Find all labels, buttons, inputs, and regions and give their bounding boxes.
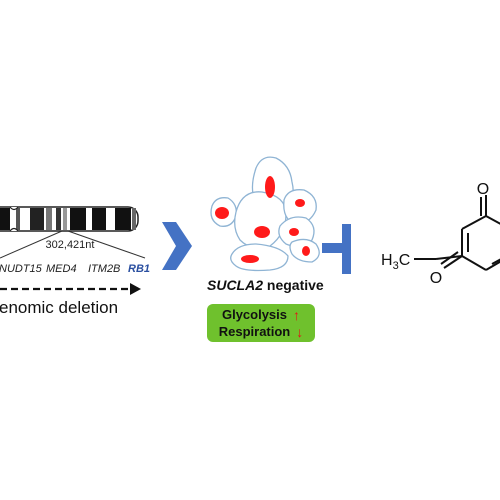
oxygen-top-label: O (477, 181, 489, 198)
chromosome-band (70, 208, 86, 230)
respiration-row: Respiration ↓ (207, 323, 315, 340)
region-length-label: 302,421nt (46, 239, 95, 251)
oxygen-bottom-label: O (430, 270, 442, 287)
nucleus (241, 255, 259, 263)
chromosome-band (115, 208, 131, 230)
gene-label-med4: MED4 (46, 263, 77, 275)
glycolysis-label: Glycolysis (221, 307, 288, 322)
nucleus (289, 228, 299, 236)
deletion-arrow-head (130, 283, 141, 295)
chromosome-band (46, 208, 52, 230)
chromosome-band (92, 208, 106, 230)
centromere (9, 206, 19, 232)
chromosome-ideogram (0, 206, 139, 232)
chromosome-band (56, 208, 61, 230)
nucleus (215, 207, 229, 219)
nucleus (254, 226, 270, 238)
negative-text: negative (263, 277, 324, 293)
chromosome-band (16, 208, 20, 230)
inhibition-icon (322, 224, 351, 274)
gene-label-itm2b: ITM2B (88, 263, 120, 275)
respiration-label: Respiration (218, 324, 291, 339)
cell-status-label: SUCLA2 negative (207, 277, 324, 293)
gene-label-rb1: RB1 (128, 263, 150, 275)
glycolysis-row: Glycolysis ↑ (207, 306, 315, 323)
down-arrow-icon: ↓ (296, 323, 304, 340)
metabolism-status-box: Glycolysis ↑ Respiration ↓ (207, 304, 315, 342)
process-arrow-icon (162, 222, 192, 270)
nuclei (215, 176, 310, 263)
nucleus (302, 246, 310, 256)
nucleus (265, 176, 275, 198)
inhibition-stem (322, 243, 344, 253)
cell-cluster (210, 156, 320, 272)
deletion-label: enomic deletion (0, 298, 118, 317)
inhibition-bar (342, 224, 351, 274)
chromosome-band (63, 208, 67, 230)
up-arrow-icon: ↑ (293, 306, 301, 323)
gene-name: SUCLA2 (207, 277, 263, 293)
chromosome-band (132, 208, 136, 230)
quinone-structure (414, 195, 500, 271)
gene-label-nudt15: NUDT15 (0, 263, 43, 275)
chromosome-band (30, 208, 44, 230)
zoom-line-right (67, 230, 146, 259)
zoom-line-left (0, 230, 63, 259)
chromosome-band (0, 208, 10, 230)
nucleus (295, 199, 305, 207)
cell (230, 243, 289, 272)
methyl-label: H3C (381, 252, 410, 272)
cell (234, 191, 287, 249)
